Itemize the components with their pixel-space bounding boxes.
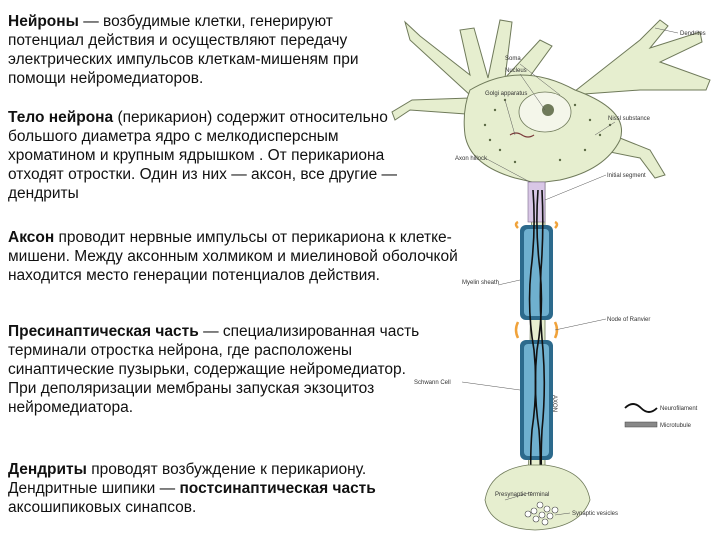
leader-lines	[461, 27, 679, 516]
text-neurons: — возбудимые клетки, генерируют потенциа…	[8, 13, 359, 87]
term-neurons: Нейроны	[8, 13, 79, 30]
neurofilaments	[528, 189, 546, 501]
label-microtubule: Microtubule	[660, 423, 692, 429]
nodes-of-ranvier	[514, 220, 559, 339]
term-dendrites: Дендриты	[8, 461, 87, 478]
paragraph-dendrites: Дендриты проводят возбуждение к перикари…	[8, 460, 448, 517]
term-postsynaptic: постсинаптическая часть	[179, 480, 376, 497]
neurofilament-symbol	[624, 403, 658, 413]
microtubule-symbol	[624, 421, 658, 428]
label-dendrites: Dendrites	[680, 31, 706, 37]
label-golgi: Golgi apparatus	[485, 91, 527, 97]
label-neurofilament: Neurofilament	[660, 406, 698, 412]
text-presynaptic-2: При деполяризации мембраны запуская экзо…	[8, 380, 375, 416]
term-presynaptic: Пресинаптическая часть	[8, 323, 199, 340]
text-axon: проводит нервные импульсы от перикариона…	[8, 229, 458, 284]
label-initial-segment: Initial segment	[607, 173, 646, 179]
label-vesicles: Synaptic vesicles	[572, 511, 618, 517]
text-presynaptic: — специализированная часть терминали отр…	[8, 323, 420, 378]
golgi-apparatus	[509, 132, 535, 138]
label-nissl: Nissl substance	[608, 116, 651, 122]
paragraph-neurons: Нейроны — возбудимые клетки, генерируют …	[8, 12, 403, 88]
label-ranvier: Node of Ranvier	[607, 317, 650, 323]
label-presynaptic: Presynaptic terminal	[495, 492, 549, 498]
label-schwann: Schwann Cell	[414, 380, 451, 386]
text-soma: (перикарион) содержит относительно больш…	[8, 109, 398, 202]
term-axon: Аксон	[8, 229, 55, 246]
term-soma: Тело нейрона	[8, 109, 114, 126]
label-myelin: Myelin sheath	[462, 280, 499, 286]
label-nucleus: Nucleus	[505, 68, 527, 74]
paragraph-soma: Тело нейрона (перикарион) содержит относ…	[8, 108, 408, 203]
nucleolus	[542, 104, 554, 116]
label-soma: Soma	[505, 56, 521, 62]
synaptic-vesicles	[524, 501, 559, 526]
label-axon-hillock: Axon hillock	[455, 156, 488, 162]
text-dendrites-end: аксошипиковых синапсов.	[8, 499, 197, 516]
label-axon: AXON	[551, 395, 557, 412]
myelin-sheath	[520, 225, 553, 460]
paragraph-presynaptic: Пресинаптическая часть — специализирован…	[8, 322, 448, 417]
paragraph-axon: Аксон проводит нервные импульсы от перик…	[8, 228, 463, 285]
text-dendrites: проводят возбуждение к перикариону. Денд…	[8, 461, 367, 497]
